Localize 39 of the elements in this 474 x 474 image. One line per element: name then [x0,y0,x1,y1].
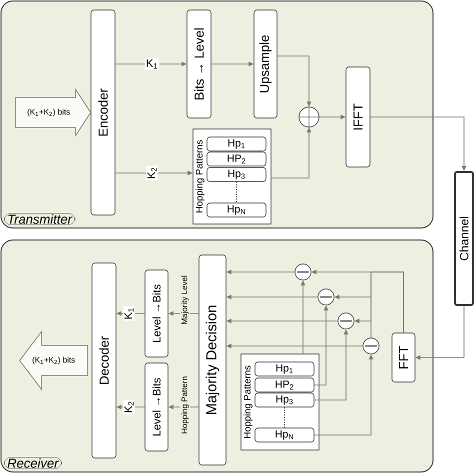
panel-title: Transmitter [4,213,76,225]
pattern-row: HP$_{2}$ [206,152,266,166]
pattern-row: HP$_{2}$ [254,378,314,392]
subtractor-circle [318,288,334,306]
process-box: Upsample [254,10,278,118]
pattern-row: Hp$_{N}$ [206,202,266,218]
dotted-line [284,407,286,428]
subtractor-circle [362,338,380,354]
process-box: IFFT [346,66,370,168]
process-box: Level →Bits [144,270,168,358]
process-box: Encoder [90,10,116,216]
pattern-row: Hp$_{3}$ [206,167,266,182]
channel-box: Channel [454,171,474,306]
edge-label: K$_{2}$ [123,400,135,414]
edge-label: Hopping Pattern [180,374,190,436]
edge-label: (K$_{1}$+K$_{2}$) bits [32,356,75,364]
table-title: Hopping Patterns [196,140,204,212]
table-title: Hopping Patterns [244,366,252,438]
pattern-row: Hp$_{1}$ [206,136,266,152]
edge-label: (K$_{1}$+K$_{2}$) bits [28,108,70,116]
edge-label: K$_{2}$ [146,166,158,180]
edge-label: K$_{1}$ [123,306,135,321]
dotted-line [236,182,238,203]
pattern-row: Hp$_{N}$ [254,428,314,442]
subtractor-circle [338,312,354,330]
process-box: FFT [392,332,416,382]
edge-label: Majority Level [180,274,190,326]
process-box: Bits → Level [186,10,212,118]
panel-title: Receiver [4,457,62,469]
edge-label: K$_{1}$ [144,58,160,70]
pattern-row: Hp$_{3}$ [254,392,314,408]
subtractor-circle [294,264,312,280]
connector-line [370,272,404,338]
pattern-row: Hp$_{1}$ [254,362,314,376]
process-box: Majority Decision [198,254,226,466]
summing-junction [298,106,320,128]
process-box: Decoder [92,262,116,458]
block-arrow [19,330,88,391]
process-box: Level →Bits [144,362,168,452]
